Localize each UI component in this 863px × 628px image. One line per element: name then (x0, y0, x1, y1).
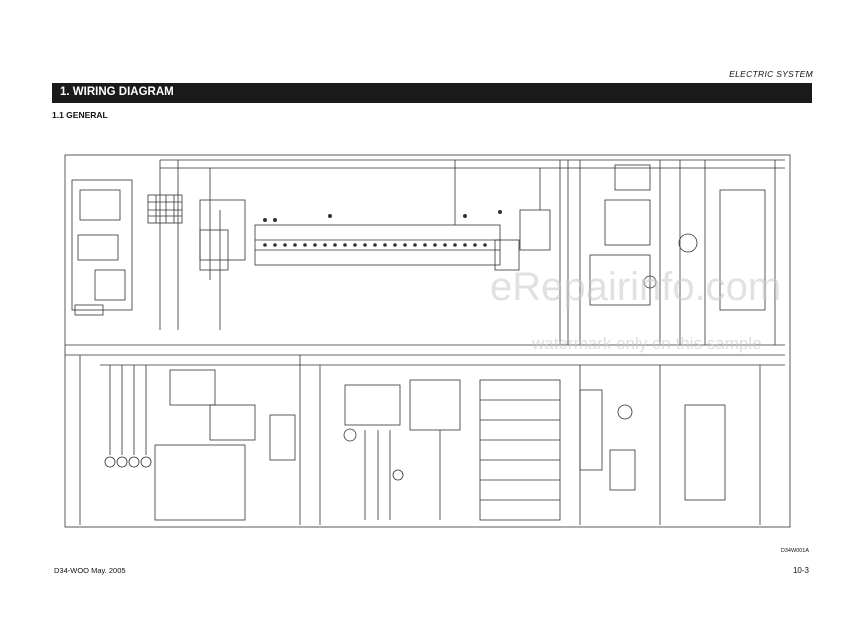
battery (74, 304, 104, 316)
figure-id: D34W001A (780, 548, 809, 554)
subsection-title: 1.1 GENERAL (52, 110, 108, 120)
section-title: 1. WIRING DIAGRAM (60, 86, 174, 98)
section-title-bar: 1. WIRING DIAGRAM (52, 83, 812, 103)
battery-block (71, 179, 133, 311)
combination-meter (254, 224, 501, 266)
fuse-box (209, 404, 256, 441)
relay-block-right (614, 164, 651, 191)
starter-relay (147, 194, 183, 224)
system-label: ELECTRIC SYSTEM (729, 69, 813, 79)
diagram-border (64, 154, 791, 528)
wiring-diagram (64, 154, 791, 528)
lamp (617, 404, 633, 420)
hazard-unit (519, 209, 551, 251)
controller (199, 199, 246, 261)
watermark-logo: eRepairinfo.com (490, 265, 782, 309)
switch-panel (344, 384, 401, 426)
footer-model-date: D34-WOO May. 2005 (54, 566, 126, 575)
footer-page-number: 10-3 (792, 566, 809, 575)
watermark-note: watermark only on this sample (532, 334, 762, 353)
horn (678, 233, 698, 253)
relay-box (479, 379, 561, 521)
